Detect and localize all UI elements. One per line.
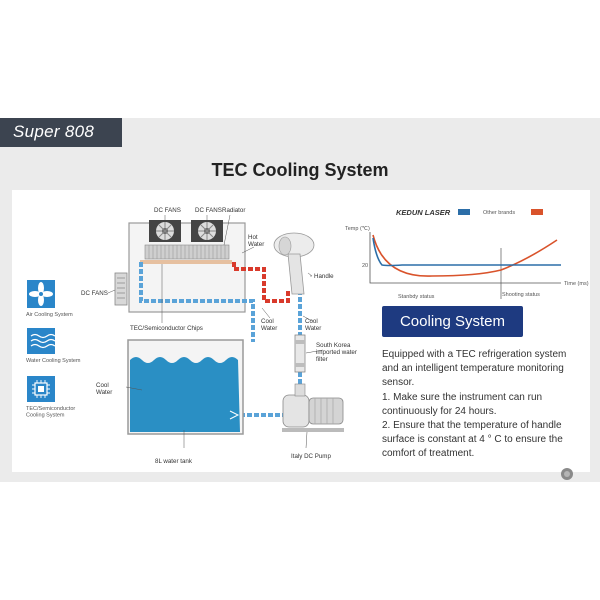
label-dc-fans-side: DC FANS [81,290,108,297]
side-dc-fan [114,272,128,306]
laser-handle [273,232,315,295]
air-cooling-legend: Air Cooling System [26,280,73,318]
legend-other: Other brands [483,210,515,216]
brand-name: Super 808 [13,122,95,141]
cool-water-pipe-left [139,262,255,342]
tank-water [130,357,240,432]
chart-y-label: Temp (℃) [345,226,370,232]
legend-swatch-other [531,209,543,215]
tec-chips [140,260,232,264]
legend-kedun: KEDUN LASER [396,208,451,217]
chart-annotation-standby: Stanbdy status [398,294,435,300]
hot-water-pipe [232,262,290,303]
chart-axes [369,232,561,284]
label-dc-fans-1: DC FANS [154,207,181,214]
description-point-1: 1. Make sure the instrument can run cont… [382,391,543,417]
next-slide-button[interactable] [561,468,573,480]
temperature-chart: KEDUN LASER Other brands Temp (℃) 20 Tim… [345,208,589,300]
chart-annotation-shooting: Shooting status [502,292,540,298]
description-point-2: 2. Ensure that the temperature of handle… [382,420,563,460]
water-filter [294,334,306,373]
legend-swatch-kedun [458,209,470,215]
label-tec-chips: TEC/Semiconductor Chips [130,325,203,332]
label-water-tank: 8L water tank [155,458,193,465]
page-title: TEC Cooling System [211,160,389,180]
legend-label-water: Water Cooling System [26,358,81,364]
device-housing [128,222,246,313]
label-radiator: Radiator [222,207,245,214]
series-other-brands [372,234,558,277]
radiator [144,244,230,260]
dc-pump [282,383,344,432]
label-handle: Handle [314,273,334,280]
label-dc-fans-2: DC FANS [195,207,222,214]
cooling-diagram: Air Cooling System Water Cooling System … [26,207,589,465]
description-intro: Equipped with a TEC refrigeration system… [382,349,567,389]
chart-x-label: Time (ms) [564,281,589,287]
label-pump: Italy DC Pump [291,453,331,460]
water-cooling-legend: Water Cooling System [26,328,81,364]
description: Equipped with a TEC refrigeration system… [382,348,580,462]
brand-tab: Super 808 [0,118,122,147]
chart-y-tick: 20 [362,263,368,269]
cooling-system-button[interactable]: Cooling System [382,306,523,337]
series-kedun-laser [372,237,561,267]
legend-label-air: Air Cooling System [26,312,73,318]
